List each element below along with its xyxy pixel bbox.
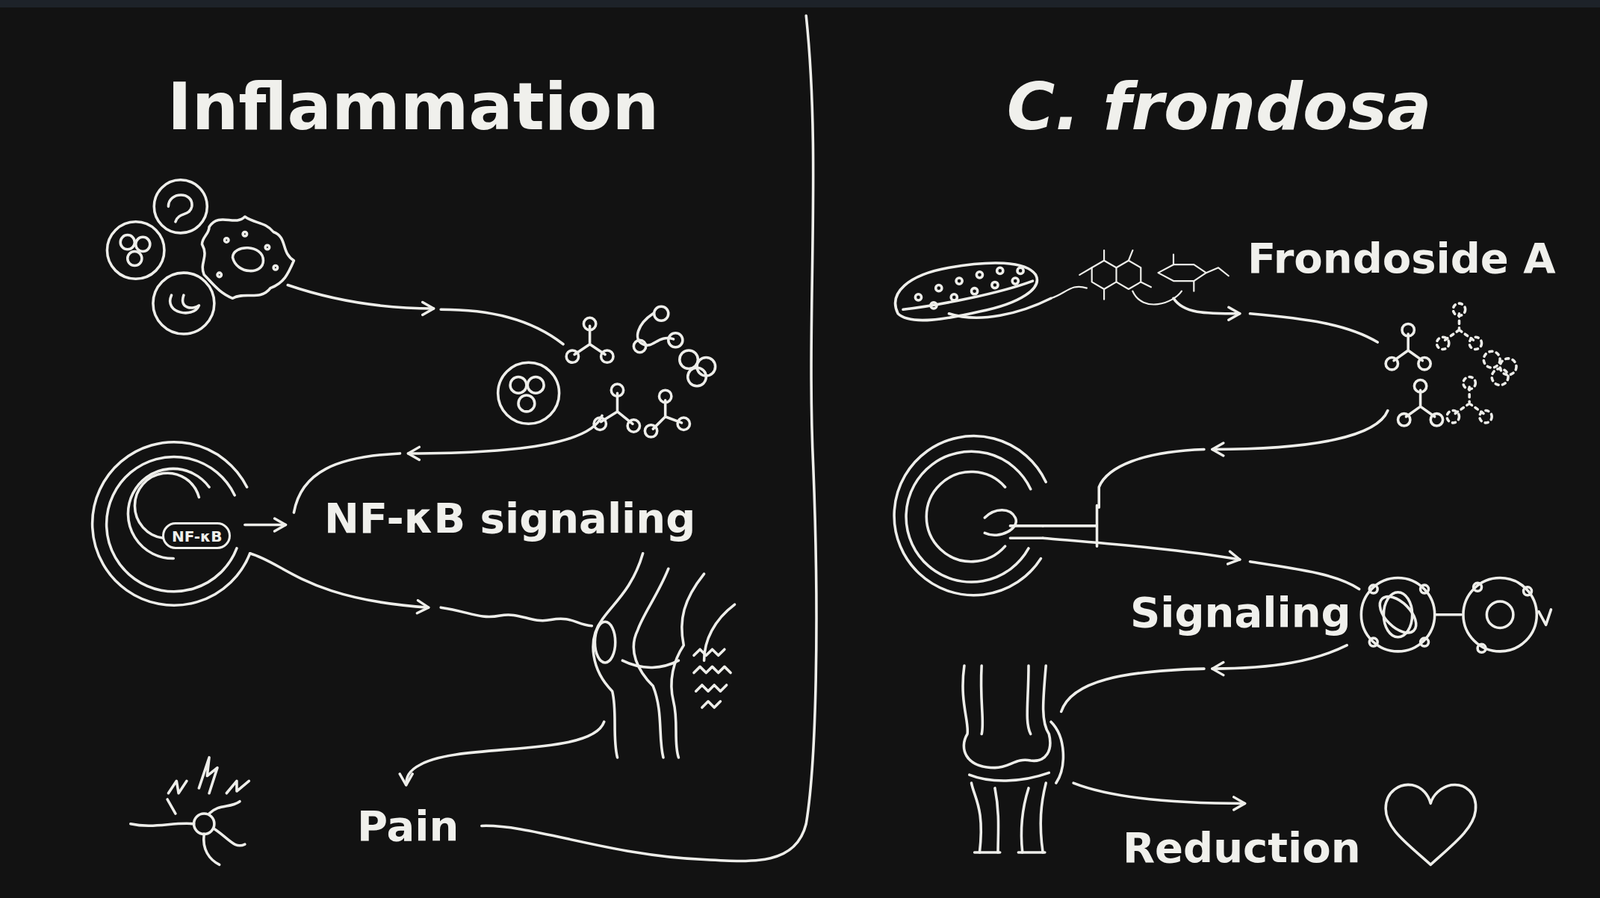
flow-arrow bbox=[250, 553, 429, 608]
flow-arrow bbox=[287, 285, 434, 309]
wavy-line bbox=[440, 607, 592, 626]
flow-arrow bbox=[1212, 645, 1347, 669]
flow-arrow bbox=[1212, 410, 1388, 450]
flow-line bbox=[1098, 448, 1205, 508]
flow-line bbox=[440, 309, 564, 344]
flow-arrow bbox=[407, 415, 603, 454]
outcome-label: Pain bbox=[357, 802, 459, 851]
flow-line bbox=[1249, 313, 1378, 343]
flow-arrow bbox=[1042, 537, 1240, 560]
node-text: NF-κB bbox=[171, 527, 222, 546]
cytokines-reduced bbox=[1385, 303, 1517, 426]
outcome-label: Reduction bbox=[1122, 823, 1361, 872]
flow-arrow bbox=[1073, 782, 1246, 803]
flow-arrow bbox=[406, 721, 605, 786]
sea-cucumber bbox=[895, 262, 1051, 321]
cell-nucleus bbox=[894, 436, 1046, 596]
inflamed-knee bbox=[593, 553, 736, 758]
flow-line bbox=[1249, 561, 1359, 590]
process-label: NF-κB signaling bbox=[324, 494, 696, 543]
cytokines bbox=[498, 306, 716, 437]
signaling-cells bbox=[1360, 578, 1551, 653]
pain-neuron bbox=[130, 757, 249, 865]
flow-arrow bbox=[1173, 298, 1240, 313]
heart-icon bbox=[1385, 784, 1477, 865]
flow-line bbox=[1061, 668, 1205, 712]
flow-arrow bbox=[245, 523, 287, 527]
cell-nucleus bbox=[92, 442, 251, 606]
protein-pill: NF-κB bbox=[162, 522, 231, 550]
immune-cells bbox=[106, 180, 294, 334]
frondoside-molecule bbox=[1050, 250, 1229, 305]
healthy-knee bbox=[962, 665, 1063, 853]
process-label: Signaling bbox=[1130, 588, 1352, 637]
panel-heading: C. frondosa bbox=[1006, 68, 1432, 145]
compound-label: Frondoside A bbox=[1247, 234, 1556, 283]
panel-heading: Inflammation bbox=[167, 68, 659, 145]
